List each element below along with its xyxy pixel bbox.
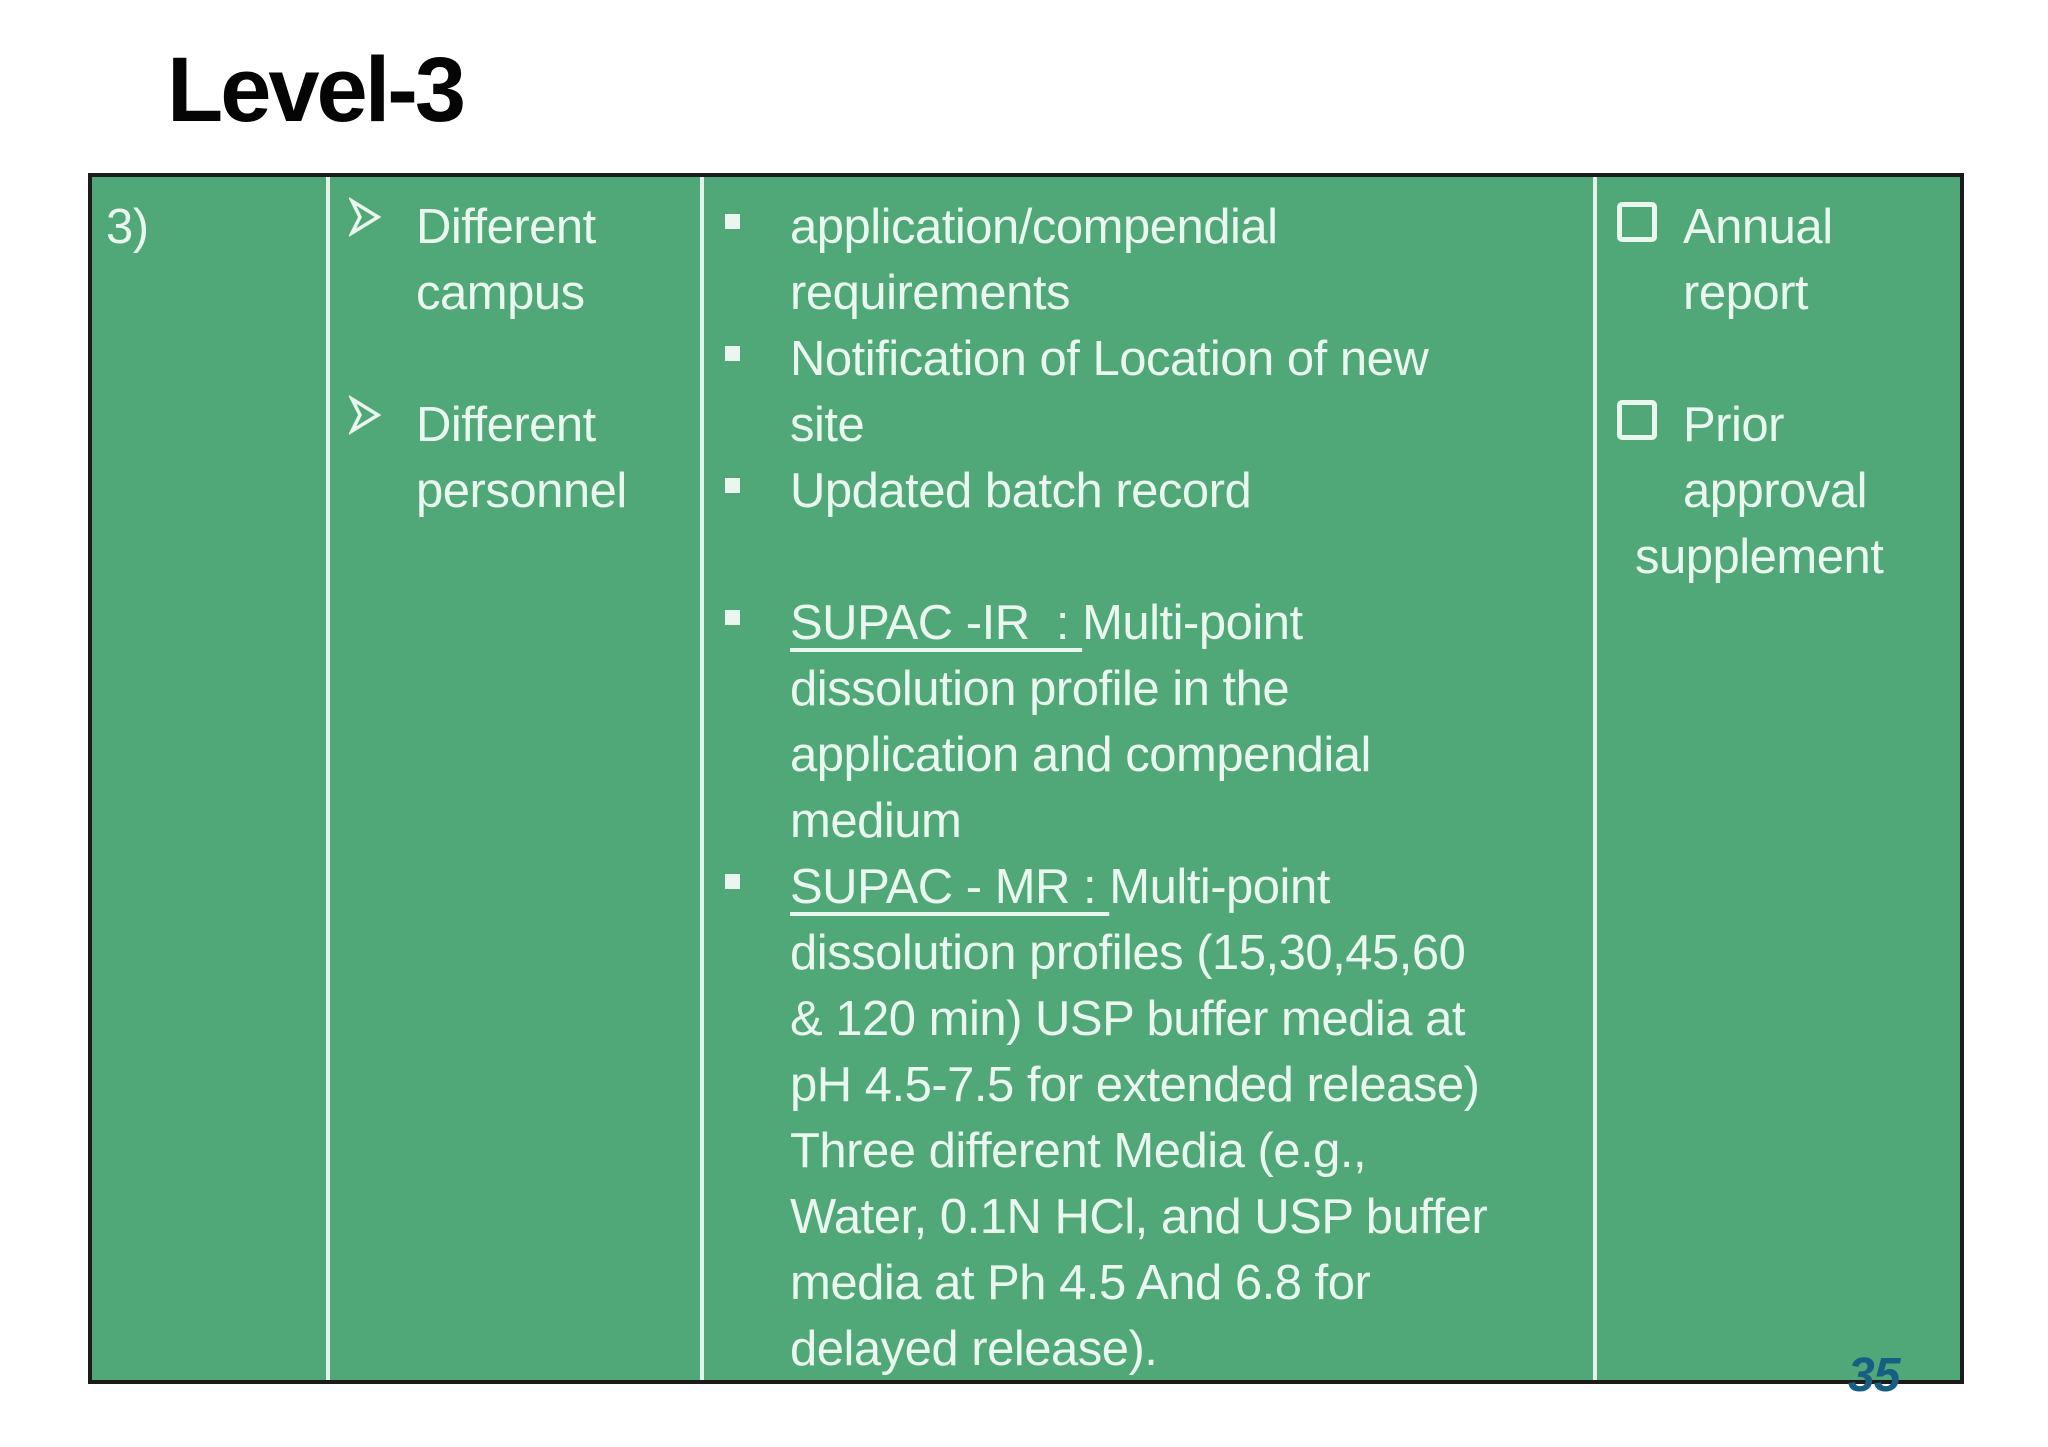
table-cell-line: Notification of Location of new (704, 326, 1593, 392)
underlined-text: SUPAC - MR : (790, 860, 1110, 914)
arrow-bullet-icon (349, 395, 381, 435)
table-cell-line: & 120 min) USP buffer media at (704, 986, 1593, 1052)
text-segment: site (790, 398, 865, 452)
text-segment: Multi-point (1109, 860, 1330, 914)
text-segment: Water, 0.1N HCl, and USP buffer (790, 1190, 1488, 1244)
text-segment: application/compendial (790, 200, 1278, 254)
table-cell-line: medium (704, 788, 1593, 854)
text-segment: approval (1683, 464, 1867, 518)
table-cell-line: SUPAC - MR : Multi-point (704, 854, 1593, 920)
text-segment: dissolution profiles (15,30,45,60 (790, 926, 1466, 980)
checkbox-bullet-icon (1617, 202, 1657, 242)
table-cell-line: Annual (1597, 194, 1960, 260)
arrow-bullet-icon (349, 197, 381, 237)
table-cell-line: Different (330, 392, 700, 458)
page-title: Level-3 (167, 39, 466, 141)
blank-line (704, 524, 1593, 590)
square-bullet-icon (725, 214, 740, 229)
table-cell-line: 3) (92, 194, 326, 260)
text-segment: supplement (1635, 530, 1884, 584)
table-cell-line: Updated batch record (704, 458, 1593, 524)
table-cell-line: report (1597, 260, 1960, 326)
checkbox-bullet-icon (1617, 400, 1657, 440)
square-bullet-icon (725, 478, 740, 493)
text-segment: Different (416, 398, 596, 452)
blank-line (1597, 326, 1960, 392)
table-cell-row-number: 3) (92, 177, 326, 1380)
table-cell-line: media at Ph 4.5 And 6.8 for (704, 1250, 1593, 1316)
table-cell-line: personnel (330, 458, 700, 524)
text-segment: Updated batch record (790, 464, 1252, 518)
text-segment: Notification of Location of new (790, 332, 1429, 386)
table-cell-line: Prior (1597, 392, 1960, 458)
text-segment: Prior (1683, 398, 1784, 452)
table-cell-line: supplement (1597, 524, 1960, 590)
text-segment: Different (416, 200, 596, 254)
text-segment: Multi-point (1082, 596, 1303, 650)
table-cell-line: dissolution profiles (15,30,45,60 (704, 920, 1593, 986)
table-cell-line: approval (1597, 458, 1960, 524)
text-segment: delayed release). (790, 1322, 1158, 1376)
table-cell-line: pH 4.5-7.5 for extended release) (704, 1052, 1593, 1118)
text-segment: 3) (106, 200, 149, 254)
square-bullet-icon (725, 610, 740, 625)
text-segment: application and compendial (790, 728, 1371, 782)
text-segment: medium (790, 794, 962, 848)
table-cell-line: dissolution profile in the (704, 656, 1593, 722)
table-cell-line: site (704, 392, 1593, 458)
column-divider (1593, 177, 1597, 1380)
table-cell-line: SUPAC -IR : Multi-point (704, 590, 1593, 656)
text-segment: campus (416, 266, 585, 320)
blank-line (330, 326, 700, 392)
square-bullet-icon (725, 346, 740, 361)
table-cell-line: requirements (704, 260, 1593, 326)
table-cell-line: Different (330, 194, 700, 260)
underlined-text: SUPAC -IR : (790, 596, 1083, 650)
text-segment: report (1683, 266, 1809, 320)
text-segment: pH 4.5-7.5 for extended release) (790, 1058, 1480, 1112)
table-cell-line: application and compendial (704, 722, 1593, 788)
table-cell-line: Water, 0.1N HCl, and USP buffer (704, 1184, 1593, 1250)
table-cell-line: delayed release). (704, 1316, 1593, 1382)
square-bullet-icon (725, 874, 740, 889)
text-segment: Three different Media (e.g., (790, 1124, 1367, 1178)
text-segment: media at Ph 4.5 And 6.8 for (790, 1256, 1371, 1310)
text-segment: personnel (416, 464, 627, 518)
page-number: 35 (1848, 1349, 1900, 1402)
text-segment: Annual (1683, 200, 1833, 254)
text-segment: dissolution profile in the (790, 662, 1290, 716)
table-cell-line: Three different Media (e.g., (704, 1118, 1593, 1184)
text-segment: requirements (790, 266, 1070, 320)
column-divider (700, 177, 704, 1380)
text-segment: & 120 min) USP buffer media at (790, 992, 1466, 1046)
table-cell-line: application/compendial (704, 194, 1593, 260)
table-cell-line: campus (330, 260, 700, 326)
column-divider (326, 177, 330, 1380)
